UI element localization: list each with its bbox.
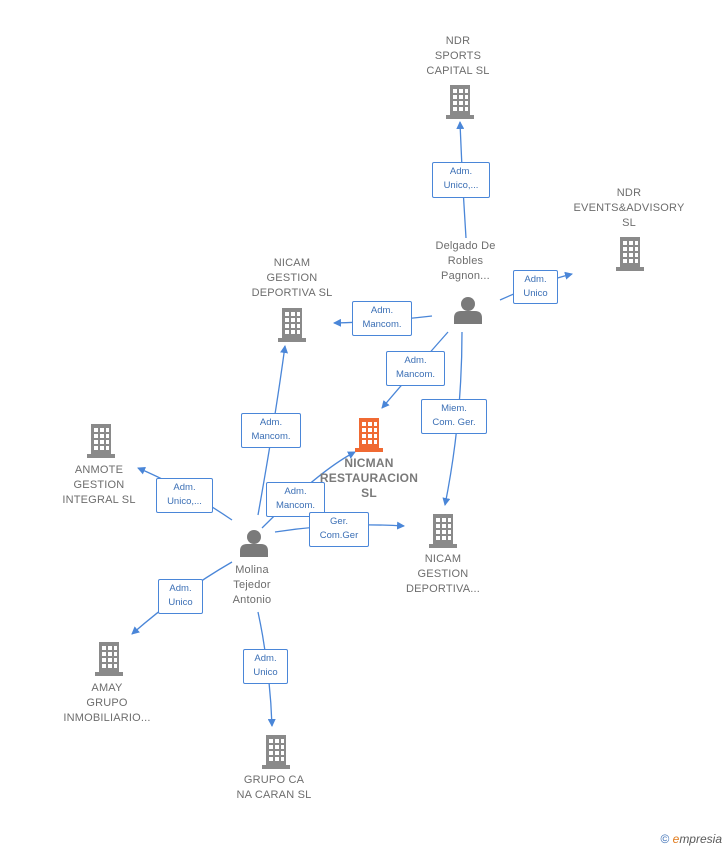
edge-label-ger-com-ger: Ger. Com.Ger	[309, 512, 369, 547]
edge-label-adm-mancom-molina-nicman: Adm. Mancom.	[266, 482, 325, 517]
person-icon-delgado[interactable]	[454, 297, 482, 324]
edge-label-adm-unico-ndr-events: Adm. Unico	[513, 270, 558, 304]
node-label-delgado[interactable]: Delgado De Robles Pagnon...	[435, 240, 496, 282]
edge-label-adm-mancom-nicman: Adm. Mancom.	[386, 351, 445, 386]
person-icon-molina[interactable]	[240, 530, 268, 557]
edge-label-miem-com-ger: Miem. Com. Ger.	[421, 399, 487, 434]
node-label-nicam-dots[interactable]: NICAM GESTION DEPORTIVA...	[405, 553, 481, 595]
building-icon-ndr-events[interactable]	[616, 237, 644, 271]
building-icon-ndr-sports[interactable]	[446, 85, 474, 119]
building-icon-nicam-sl[interactable]	[278, 308, 306, 342]
building-icon-anmote[interactable]	[87, 424, 115, 458]
edge-label-adm-unico-anmote: Adm. Unico,...	[156, 478, 213, 513]
footer-brand: © empresia	[660, 832, 722, 846]
edge-label-adm-unico-ndr-sports: Adm. Unico,...	[432, 162, 490, 198]
edge-label-adm-mancom-nicam-sl: Adm. Mancom.	[352, 301, 412, 336]
node-label-ndr-events[interactable]: NDR EVENTS&ADVISORY SL	[573, 187, 685, 229]
building-icon-grupo-ca[interactable]	[262, 735, 290, 769]
edge-label-adm-unico-grupo-ca: Adm. Unico	[243, 649, 288, 684]
node-label-amay[interactable]: AMAY GRUPO INMOBILIARIO...	[63, 682, 151, 724]
building-icon-nicman[interactable]	[355, 418, 383, 452]
node-label-anmote[interactable]: ANMOTE GESTION INTEGRAL SL	[62, 464, 136, 506]
node-label-nicman[interactable]: NICMAN RESTAURACION SL	[319, 456, 419, 500]
edges	[131, 121, 573, 727]
node-label-molina[interactable]: Molina Tejedor Antonio	[232, 564, 272, 606]
copyright-icon: ©	[660, 832, 670, 846]
brand-logo-text: mpresia	[679, 832, 722, 846]
node-label-nicam-sl[interactable]: NICAM GESTION DEPORTIVA SL	[251, 257, 333, 299]
node-label-ndr-sports[interactable]: NDR SPORTS CAPITAL SL	[426, 35, 490, 77]
building-icon-nicam-dots[interactable]	[429, 514, 457, 548]
edge-label-adm-unico-amay: Adm. Unico	[158, 579, 203, 614]
edge-label-adm-mancom-molina-nicam-sl: Adm. Mancom.	[241, 413, 301, 448]
building-icon-amay[interactable]	[95, 642, 123, 676]
brand-logo-e: e	[672, 832, 680, 846]
node-label-grupo-ca[interactable]: GRUPO CA NA CARAN SL	[236, 774, 312, 801]
